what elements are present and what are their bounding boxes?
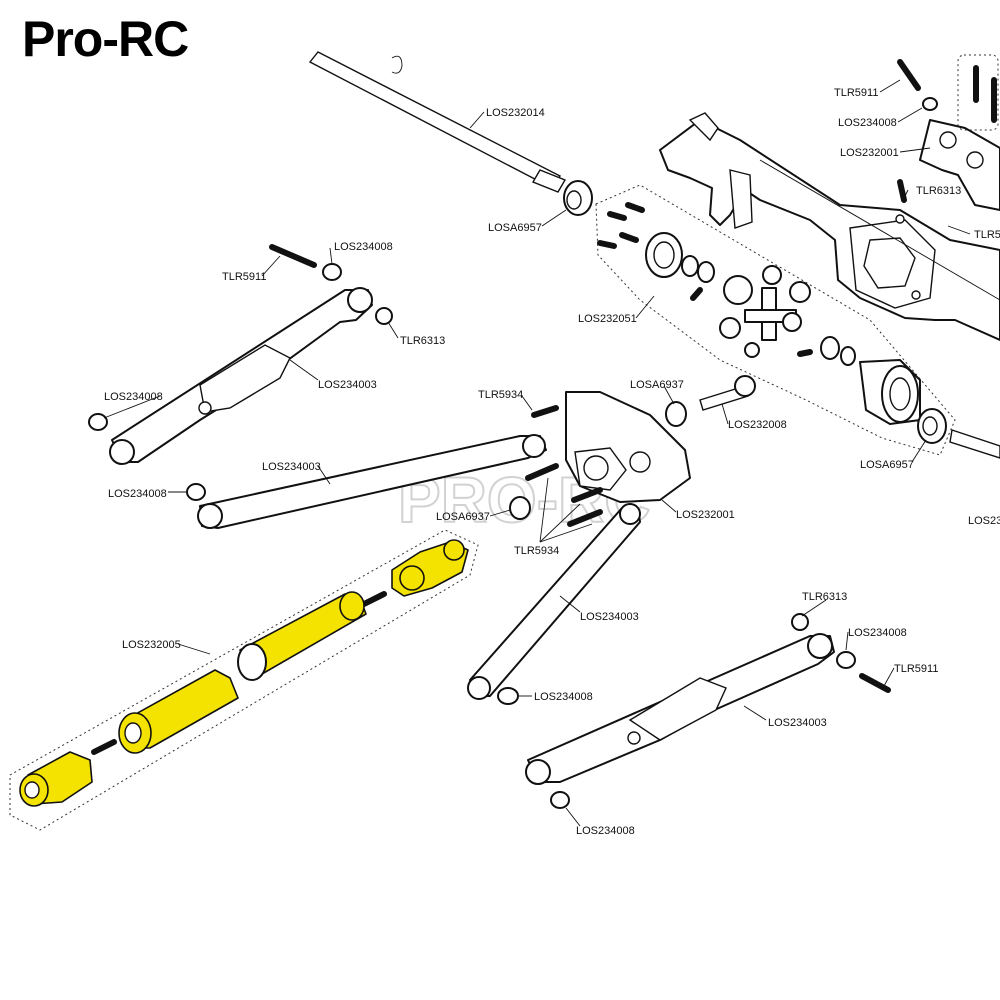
part-label: TLR5 — [974, 229, 1000, 241]
brand-title: Pro-RC — [22, 11, 189, 67]
part-label: LOS234003 — [262, 461, 321, 473]
part-label: LOSA6957 — [488, 222, 542, 234]
part-label: TLR6313 — [916, 185, 961, 197]
part-label: TLR5911 — [222, 271, 266, 283]
part-label: LOS232051 — [578, 313, 637, 325]
axle-housing-part — [659, 112, 1000, 341]
bearing-top-part — [563, 180, 593, 216]
part-label: LOS232008 — [728, 419, 787, 431]
bearing-right-part — [917, 408, 1000, 459]
driveshaft-group-outline — [9, 529, 479, 831]
part-labels: LOS232014 LOSA6957 TLR5911 LOS234008 LOS… — [104, 87, 1000, 837]
upper-link-mount-part — [897, 54, 1000, 211]
part-label: LOS234003 — [318, 379, 377, 391]
leader-lines — [103, 79, 971, 827]
link-center-part — [467, 503, 641, 705]
gearbox-part — [509, 391, 691, 527]
part-label: LOS232001 — [840, 147, 899, 159]
part-label: LOS234008 — [334, 241, 393, 253]
part-label: LOS234003 — [768, 717, 827, 729]
part-label: LOS234008 — [108, 488, 167, 500]
trailing-arm-right-part — [525, 613, 891, 809]
part-label: TLR5934 — [478, 389, 523, 401]
part-label: LOSA6957 — [860, 459, 914, 471]
differential-group-outline — [595, 184, 956, 456]
part-label: TLR6313 — [400, 335, 445, 347]
part-label: TLR5911 — [834, 87, 878, 99]
part-label: LOSA6937 — [436, 511, 490, 523]
part-label: LOS232005 — [122, 639, 181, 651]
part-label: LOS234008 — [848, 627, 907, 639]
pinion-shaft-part — [699, 375, 756, 411]
part-label: LOS234008 — [576, 825, 635, 837]
part-label: LOS232014 — [486, 107, 545, 119]
part-label: TLR5934 — [514, 545, 559, 557]
trailing-arm-left-part — [88, 244, 393, 465]
link-left-part — [186, 434, 547, 529]
driveshaft-part — [19, 539, 469, 807]
part-label: LOSA6937 — [630, 379, 684, 391]
part-label: TLR5911 — [894, 663, 938, 675]
part-label: LOS232001 — [676, 509, 735, 521]
differential-parts — [597, 202, 921, 425]
part-label: LOS234003 — [580, 611, 639, 623]
part-label: LOS234008 — [838, 117, 897, 129]
part-label: LOS23 — [968, 515, 1000, 527]
part-label: TLR6313 — [802, 591, 847, 603]
part-label: LOS234008 — [534, 691, 593, 703]
part-label: LOS234008 — [104, 391, 163, 403]
axle-shaft-part — [308, 51, 567, 193]
